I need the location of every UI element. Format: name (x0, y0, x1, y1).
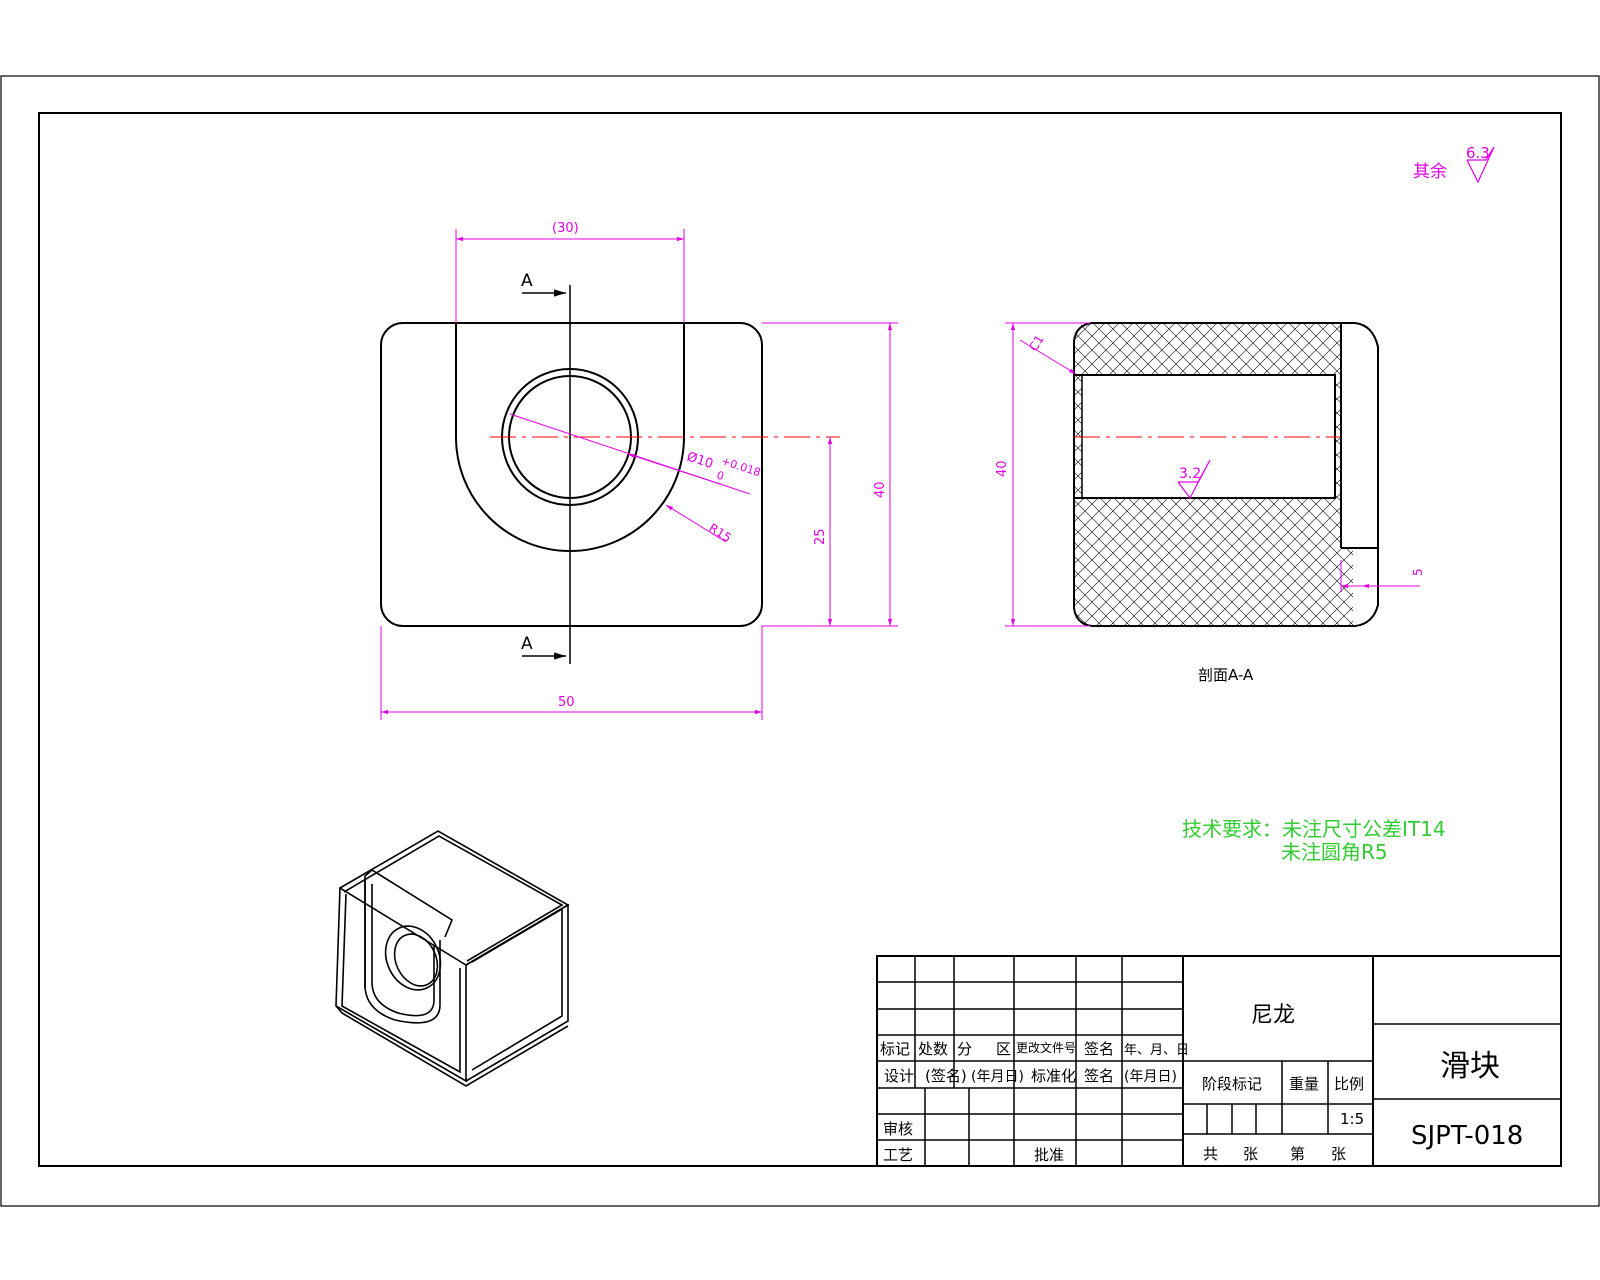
svg-text:+0.018: +0.018 (720, 454, 763, 479)
tb-part: 分 (957, 1040, 972, 1058)
isometric-view (335, 830, 570, 1087)
svg-text:R15: R15 (706, 521, 733, 545)
tb-zone: 区 (996, 1040, 1011, 1058)
tb-stage-label: 阶段标记 (1202, 1075, 1262, 1093)
front-outline (380, 322, 763, 627)
roughness-other-value: 6.3 (1466, 144, 1490, 162)
tb-design: 设计 (884, 1067, 914, 1085)
section-dim-height: 40 (995, 322, 1090, 627)
tb-scale-value: 1:5 (1340, 1110, 1364, 1128)
roughness-other: 其余 6.3 (1413, 144, 1495, 184)
tb-sheet-no: 第 (1290, 1145, 1305, 1163)
svg-text:40: 40 (873, 481, 888, 498)
tb-mark: 标记 (880, 1040, 910, 1058)
tb-change-doc: 更改文件号 (1016, 1040, 1076, 1055)
tb-approve: 批准 (1034, 1146, 1064, 1164)
tb-design-date: (年月日) (971, 1069, 1024, 1085)
tb-sheets-unit2: 张 (1331, 1145, 1346, 1163)
front-view: A A (30) 50 40 25 (380, 221, 898, 720)
svg-text:3.2: 3.2 (1179, 466, 1201, 482)
svg-text:(30): (30) (552, 221, 579, 236)
tech-requirements: 技术要求：未注尺寸公差IT14 未注圆角R5 (1182, 817, 1446, 864)
tb-sign: 签名 (1084, 1040, 1114, 1058)
tb-design-sign: (签名) (925, 1067, 967, 1085)
dim-slot-width: (30) (455, 221, 685, 323)
section-caption: 剖面A-A (1198, 666, 1254, 684)
tech-req-line2: 未注圆角R5 (1281, 840, 1388, 864)
svg-text:50: 50 (558, 695, 575, 710)
tb-weight-label: 重量 (1289, 1075, 1319, 1093)
svg-text:0: 0 (715, 469, 726, 484)
section-mark-bottom: A (521, 634, 533, 654)
tb-sheets-unit1: 张 (1243, 1145, 1258, 1163)
title-block (876, 955, 1562, 1167)
section-hatch (1074, 323, 1353, 626)
dim-total-width: 50 (380, 626, 763, 720)
dim-radius: R15 (665, 504, 734, 545)
dim-center-height: 25 (813, 437, 833, 626)
tb-part-name: 滑块 (1440, 1049, 1500, 1084)
tb-standard-date: (年月日) (1124, 1069, 1177, 1085)
section-dim-chamfer: C1 (1019, 333, 1077, 375)
tb-standard-sign: 签名 (1084, 1067, 1114, 1085)
tb-count: 处数 (918, 1040, 948, 1058)
dim-height: 40 (762, 322, 898, 627)
section-mark-top: A (521, 271, 533, 291)
svg-text:5: 5 (1411, 568, 1425, 576)
svg-text:Ø10: Ø10 (685, 450, 715, 473)
tb-review: 审核 (883, 1120, 913, 1138)
tech-req-line1: 技术要求：未注尺寸公差IT14 (1182, 817, 1446, 841)
roughness-other-label: 其余 (1413, 162, 1447, 182)
tb-drawing-no: SJPT-018 (1411, 1121, 1523, 1151)
section-outline (1073, 322, 1379, 627)
tb-standard: 标准化 (1031, 1067, 1076, 1085)
inner-frame (38, 112, 1562, 1167)
title-block-text: 标记 处数 分 区 更改文件号 签名 年、月、日 设计 (签名) (年月日) 标… (880, 1003, 1523, 1164)
svg-text:C1: C1 (1026, 333, 1046, 354)
tb-process: 工艺 (883, 1146, 913, 1164)
svg-text:40: 40 (995, 460, 1010, 477)
roughness-bore: 3.2 (1177, 459, 1211, 500)
section-dim-step: 5 (1340, 560, 1425, 592)
svg-text:25: 25 (813, 528, 828, 545)
tb-scale-label: 比例 (1334, 1075, 1364, 1093)
tb-sheets-total: 共 (1203, 1145, 1218, 1163)
tb-date: 年、月、日 (1124, 1043, 1189, 1058)
outer-frame (0, 75, 1600, 1207)
section-view: 3.2 40 C1 5 剖面A-A (995, 322, 1425, 684)
tb-material: 尼龙 (1251, 1003, 1295, 1028)
